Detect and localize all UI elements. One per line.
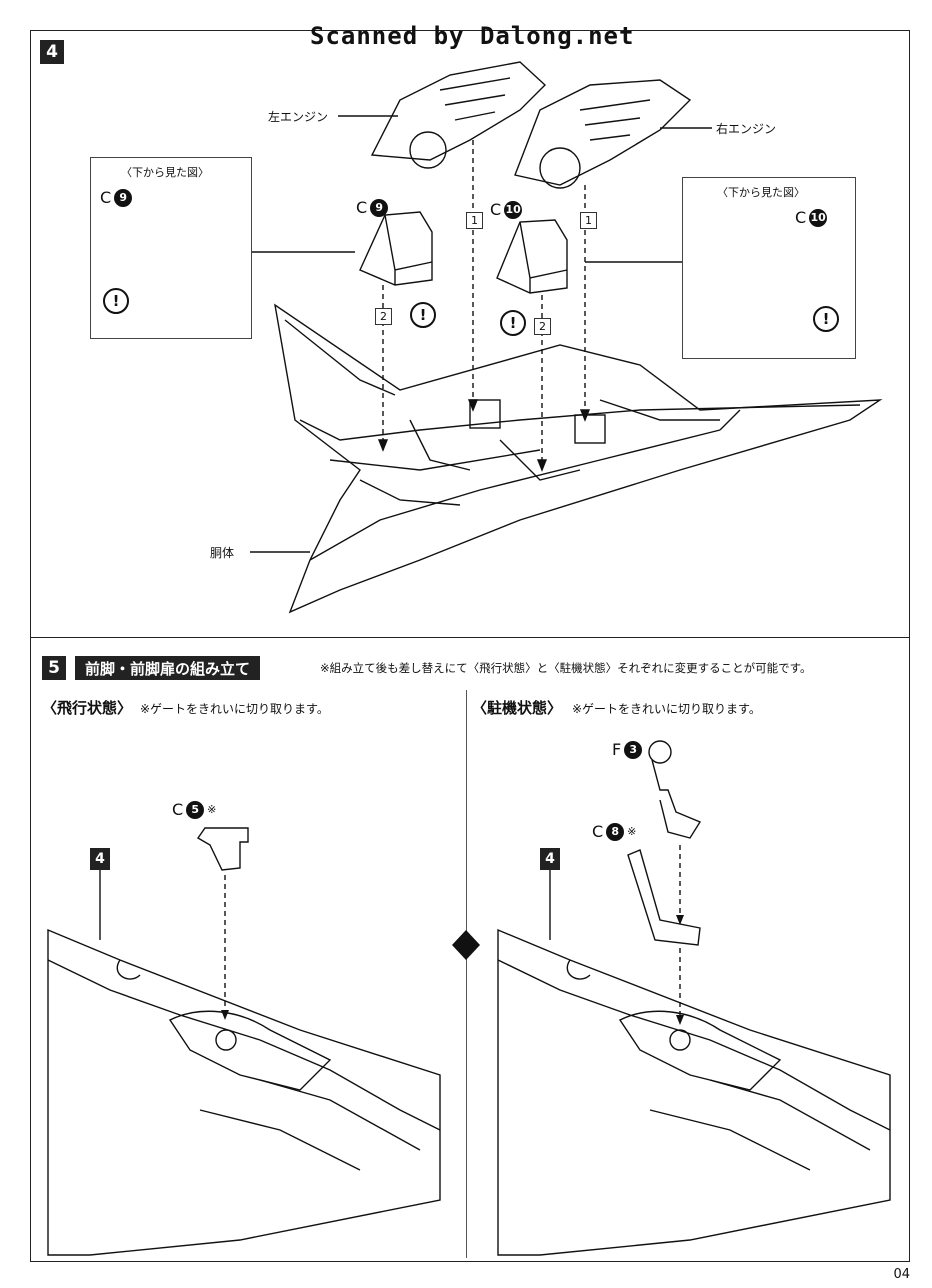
part-f3 (648, 740, 672, 764)
part-label-c8: C 8 ※ (592, 822, 636, 841)
bottom-view-title-right: 〈下から見た図〉 (717, 186, 805, 199)
bottom-view-inset-left: 〈下から見た図〉 (90, 157, 252, 339)
order-marker-1: 1 (580, 212, 597, 229)
parked-state-note: ※ゲートをきれいに切り取ります。 (572, 702, 761, 716)
inset-part-number-c10: 10 (809, 208, 828, 227)
order-marker-2: 2 (375, 308, 392, 325)
page-frame (30, 30, 910, 1262)
part-letter-c8: C (592, 822, 604, 841)
bottom-view-title-left: 〈下から見た図〉 (121, 166, 209, 179)
warning-icon: ! (103, 288, 129, 314)
step-5-title: 前脚・前脚扉の組み立て (75, 656, 261, 680)
warning-icon: ! (500, 310, 526, 336)
inset-part-number-c9: 9 (114, 188, 133, 207)
state-divider (466, 690, 467, 1258)
left-engine-label: 左エンジン (268, 110, 329, 124)
right-engine-label: 右エンジン (716, 122, 777, 136)
fuselage-label: 胴体 (210, 546, 235, 560)
fuselage-outline (274, 303, 883, 614)
divider-diamond (452, 930, 480, 960)
left-engine-part (370, 61, 547, 161)
part-label-f3: F 3 (612, 740, 643, 759)
flight-state-note: ※ゲートをきれいに切り取ります。 (140, 702, 329, 716)
part-number-c9: 9 (370, 198, 389, 217)
part-label-c10: C 10 (490, 200, 523, 219)
warning-icon: ! (813, 306, 839, 332)
part-number-c10: 10 (504, 200, 523, 219)
flight-fuselage-closeup (47, 928, 441, 1256)
inset-part-letter-c9: C (100, 188, 112, 207)
part-letter-f3: F (612, 740, 622, 759)
part-letter-c5: C (172, 800, 184, 819)
right-engine-part (514, 79, 692, 186)
gate-mark: ※ (627, 825, 637, 838)
order-marker-2: 2 (534, 318, 551, 335)
parked-state-title: 〈駐機状態〉 (472, 699, 563, 717)
order-marker-1: 1 (466, 212, 483, 229)
part-c5 (196, 827, 249, 871)
part-number-c8: 8 (606, 822, 625, 841)
part-letter-c9: C (356, 198, 368, 217)
part-label-c5: C 5 ※ (172, 800, 216, 819)
step-5-note: ※組み立て後も差し替えにて〈飛行状態〉と〈駐機状態〉それぞれに変更することが可能… (320, 661, 812, 675)
part-label-c9: C 9 (356, 198, 389, 217)
part-letter-c10: C (490, 200, 502, 219)
part-c8 (627, 849, 701, 946)
step-5-number: 5 (42, 656, 66, 680)
inset-part-letter-c10: C (795, 208, 807, 227)
page-number: 04 (893, 1267, 910, 1282)
warning-icon: ! (410, 302, 436, 328)
part-number-f3: 3 (624, 740, 643, 759)
gate-mark: ※ (207, 803, 217, 816)
parked-fuselage-closeup (497, 928, 891, 1256)
inset-part-label-c9: C 9 (100, 188, 133, 207)
section-divider (30, 637, 910, 638)
flight-ref-marker: 4 (90, 848, 110, 870)
step-4-number: 4 (40, 40, 64, 64)
part-number-c5: 5 (186, 800, 205, 819)
inset-part-label-c10: C 10 (795, 208, 828, 227)
parked-ref-marker: 4 (540, 848, 560, 870)
flight-state-title: 〈飛行状態〉 (42, 699, 133, 717)
watermark: Scanned by Dalong.net (310, 22, 635, 50)
